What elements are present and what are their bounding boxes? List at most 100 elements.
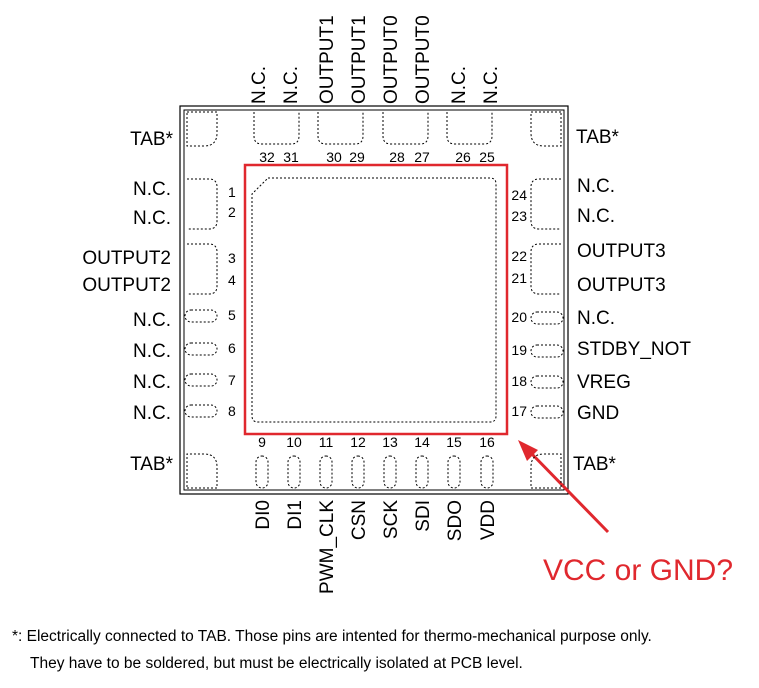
pin-number-left: 1 bbox=[228, 184, 236, 200]
pad-bottom bbox=[383, 455, 397, 489]
pin-label-right: N.C. bbox=[577, 206, 615, 227]
pad-left-small bbox=[184, 404, 218, 418]
package-outline bbox=[179, 105, 569, 495]
pin-number-left: 2 bbox=[228, 204, 236, 220]
pad-right-small bbox=[530, 344, 564, 358]
pin-number-bottom: 9 bbox=[258, 434, 266, 450]
pad-top-pair bbox=[317, 112, 364, 145]
tab-pads bbox=[186, 111, 562, 489]
pin-number-right: 24 bbox=[511, 187, 527, 203]
pin-label-right: N.C. bbox=[577, 176, 615, 197]
pin-label-top: OUTPUT0 bbox=[381, 15, 402, 104]
pad-top-pair bbox=[446, 112, 493, 145]
pin-label-bottom: DI1 bbox=[285, 500, 306, 530]
pad-right-small bbox=[530, 311, 564, 325]
pin-label-bottom: CSN bbox=[349, 500, 370, 540]
pin-number-right: 21 bbox=[511, 270, 527, 286]
tab-pad-bottom-right bbox=[530, 453, 562, 489]
tab-label-bottom-left: TAB* bbox=[130, 454, 174, 475]
annotation-label: VCC or GND? bbox=[543, 554, 733, 587]
pin-number-right: 19 bbox=[511, 342, 527, 358]
tab-pad-top-right bbox=[530, 111, 562, 147]
pin-label-top: N.C. bbox=[281, 66, 302, 104]
pin-number-bottom: 15 bbox=[446, 434, 462, 450]
pin-label-right: STDBY_NOT bbox=[577, 339, 691, 360]
pad-left-small bbox=[184, 373, 218, 387]
pin-label-right: OUTPUT3 bbox=[577, 241, 666, 262]
pin-label-bottom: PWM_CLK bbox=[317, 500, 338, 594]
tab-label-bottom-right: TAB* bbox=[573, 454, 617, 475]
pin-number-bottom: 13 bbox=[382, 434, 398, 450]
tab-label-top-right: TAB* bbox=[576, 127, 620, 148]
pad-right-24-23 bbox=[530, 178, 561, 230]
pin-label-bottom: SDI bbox=[413, 500, 434, 532]
pad-right-22-21 bbox=[530, 243, 561, 295]
pin-number-right: 20 bbox=[511, 309, 527, 325]
pin-label-left: OUTPUT2 bbox=[82, 248, 171, 269]
pin-number-left: 7 bbox=[228, 372, 236, 388]
pin-label-top: OUTPUT1 bbox=[317, 15, 338, 104]
pad-bottom bbox=[255, 455, 269, 489]
pin-label-left: N.C. bbox=[133, 341, 171, 362]
pin-label-left: OUTPUT2 bbox=[82, 275, 171, 296]
pin-label-bottom: VDD bbox=[478, 500, 499, 540]
pin-number-right: 18 bbox=[511, 373, 527, 389]
pad-bottom bbox=[319, 455, 333, 489]
pin-number-bottom: 10 bbox=[286, 434, 302, 450]
pin-number-left: 5 bbox=[228, 307, 236, 323]
pin-label-top: N.C. bbox=[481, 66, 502, 104]
pad-top-pair bbox=[382, 112, 429, 145]
exposed-pad bbox=[251, 177, 497, 423]
pin-label-right: N.C. bbox=[577, 308, 615, 329]
pad-top-pair bbox=[253, 112, 300, 145]
pin-label-left: N.C. bbox=[133, 310, 171, 331]
pad-right-small bbox=[530, 375, 564, 389]
tab-pad-top-left bbox=[186, 111, 218, 147]
highlight-box bbox=[243, 163, 509, 436]
pad-bottom bbox=[351, 455, 365, 489]
pin-number-left: 8 bbox=[228, 403, 236, 419]
pad-bottom bbox=[447, 455, 461, 489]
pin-label-right: OUTPUT3 bbox=[577, 275, 666, 296]
pin-number-top: 27 bbox=[414, 149, 430, 165]
pin-number-right: 23 bbox=[511, 208, 527, 224]
pin-number-right: 22 bbox=[511, 248, 527, 264]
footnote-line-1: *: Electrically connected to TAB. Those … bbox=[12, 628, 652, 645]
pin-number-bottom: 14 bbox=[414, 434, 430, 450]
pad-right-small bbox=[530, 405, 564, 419]
pin-number-top: 30 bbox=[326, 149, 342, 165]
pin-number-top: 28 bbox=[389, 149, 405, 165]
pin-number-bottom: 16 bbox=[479, 434, 495, 450]
pin-label-top: OUTPUT0 bbox=[413, 15, 434, 104]
pin-number-left: 4 bbox=[228, 272, 236, 288]
package-inner-outline bbox=[183, 109, 565, 491]
pin-number-left: 3 bbox=[228, 250, 236, 266]
arrow-icon bbox=[518, 440, 610, 534]
pad-left-1-2 bbox=[187, 178, 218, 230]
pin-number-left: 6 bbox=[228, 340, 236, 356]
tab-label-top-left: TAB* bbox=[130, 129, 174, 150]
pin-number-top: 29 bbox=[349, 149, 365, 165]
pin-label-left: N.C. bbox=[133, 208, 171, 229]
tab-pad-bottom-left bbox=[186, 453, 218, 489]
pin-number-top: 25 bbox=[479, 149, 495, 165]
pin-label-right: VREG bbox=[577, 372, 631, 393]
pin-label-top: OUTPUT1 bbox=[349, 15, 370, 104]
pin-label-top: N.C. bbox=[449, 66, 470, 104]
pin-number-right: 17 bbox=[511, 403, 527, 419]
pin-number-bottom: 11 bbox=[319, 434, 334, 450]
pin-label-bottom: DI0 bbox=[253, 500, 274, 530]
pad-left-small bbox=[184, 342, 218, 356]
pin-number-bottom: 12 bbox=[350, 434, 366, 450]
pin-label-right: GND bbox=[577, 403, 619, 424]
pin-number-top: 31 bbox=[283, 149, 299, 165]
footnote-line-2: They have to be soldered, but must be el… bbox=[30, 655, 523, 672]
pad-bottom bbox=[480, 455, 494, 489]
pad-bottom bbox=[415, 455, 429, 489]
pad-left-small bbox=[184, 309, 218, 323]
pad-left-3-4 bbox=[187, 243, 218, 295]
pin-number-top: 32 bbox=[259, 149, 275, 165]
pin-label-left: N.C. bbox=[133, 403, 171, 424]
pin-label-left: N.C. bbox=[133, 179, 171, 200]
